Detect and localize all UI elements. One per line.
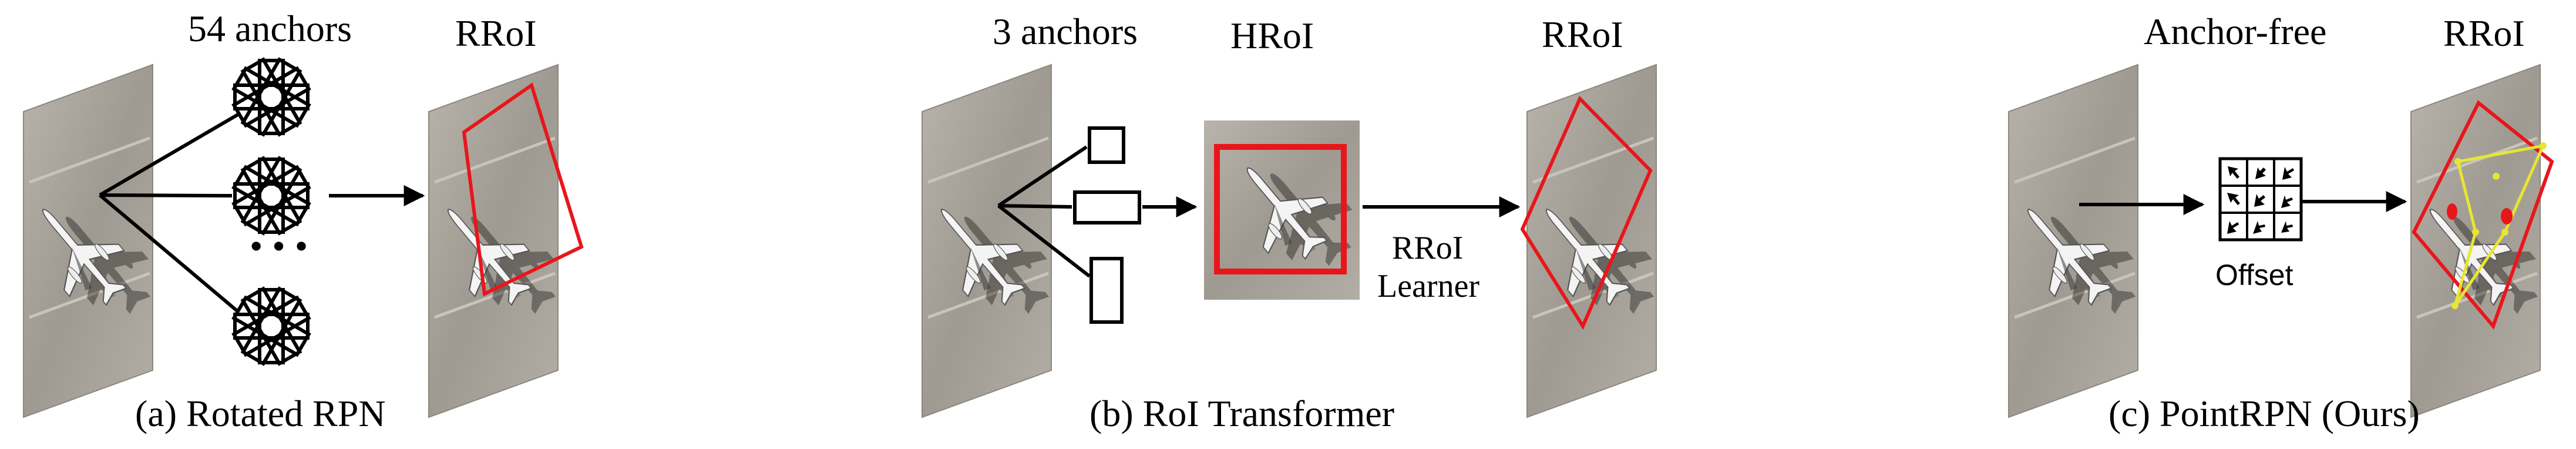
panel-b-hroi-label: HRoI [1230,15,1314,56]
panel-a-output-image [421,65,572,417]
panel-c-input-image [2001,65,2152,417]
panel-b-fan-line-middle [998,204,1072,209]
panel-c-red-point-1 [2447,203,2457,220]
panel-b-anchor-wide [1073,190,1141,224]
panel-a-fan-line-middle [99,193,233,197]
panel-b-rroi-box [1520,95,1653,330]
panel-a-output-label: RRoI [455,12,537,54]
panel-c: Anchor-free RRoI Offset [2001,11,2554,434]
panel-b-anchor-small [1088,126,1125,164]
panel-b-hroi-image [1204,120,1370,300]
panel-b-learner-line1: RRoI [1392,230,1463,266]
panel-a-ellipsis: • • • [250,225,308,267]
panel-c-output-label: RRoI [2443,12,2525,54]
panel-a-fan-line-top [99,113,239,197]
panel-a-rroi-box [462,82,584,297]
panel-c-offset-label: Offset [2215,259,2293,291]
panel-b-anchor-tall [1089,257,1124,324]
panel-a-anchor-rosette-top [234,59,308,134]
panel-a-anchor-rosette-bottom [234,289,308,363]
panel-a-anchor-label: 54 anchors [188,8,352,49]
panel-c-anchor-label: Anchor-free [2144,11,2326,52]
panel-c-output-image [2403,65,2554,417]
panel-b-learner-line2: Learner [1377,268,1479,304]
panel-c-rroi-box [2412,100,2554,330]
panel-b-fan-line-top [997,145,1088,207]
panel-a-caption: (a) Rotated RPN [135,393,386,434]
panel-c-caption: (c) PointRPN (Ours) [2108,393,2420,434]
panel-a-fan-line-bottom [99,193,239,313]
panel-c-representative-points [2451,142,2547,309]
panel-a-input-image [16,65,167,417]
panel-b-anchor-label: 3 anchors [993,11,1138,52]
panel-a: 54 anchors RRoI • • • (a) Rotated RPN [16,8,584,434]
panel-b-hroi-box [1214,144,1347,274]
panel-a-anchor-rosette-middle [234,158,308,233]
panel-c-offset-grid [2218,157,2303,242]
panel-b-caption: (b) RoI Transformer [1089,393,1394,434]
panel-c-red-point-2 [2501,208,2513,224]
panel-b: 3 anchors HRoI RRoI RRoI Learner (b) RoI… [914,11,1670,434]
panel-b-output-image [1519,65,1670,417]
panel-c-point-outline [2453,143,2546,307]
panel-b-output-label: RRoI [1542,14,1623,55]
panel-b-fan-line-bottom [997,204,1091,278]
